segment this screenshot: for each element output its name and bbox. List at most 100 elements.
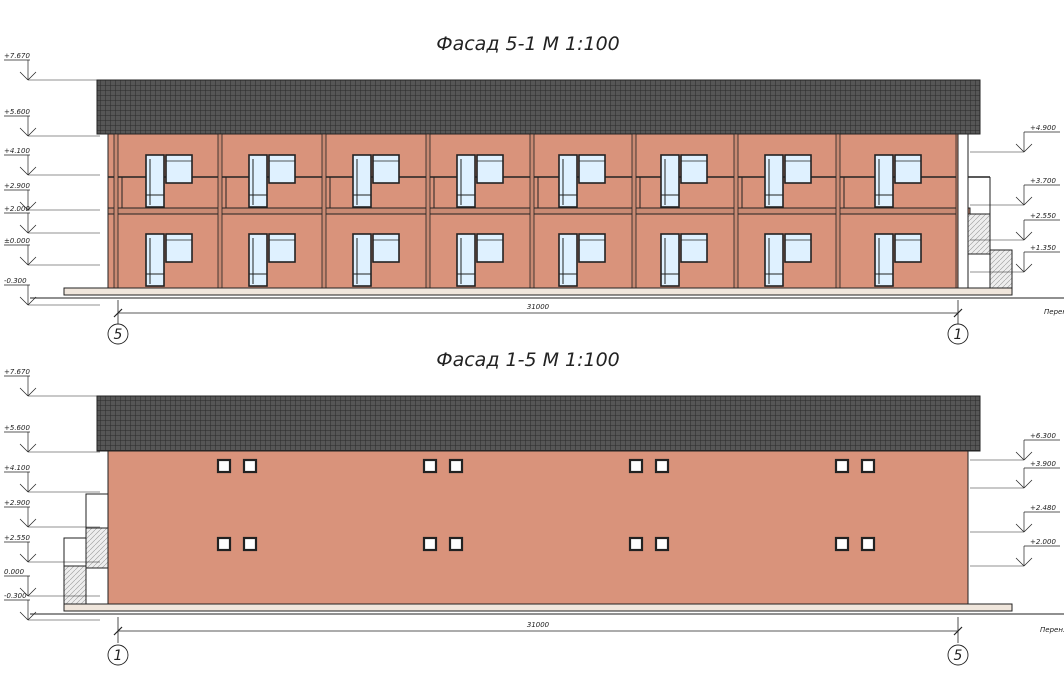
window-door-unit <box>145 233 193 287</box>
level-label: -0.300 <box>4 277 27 285</box>
level-label: +2.000 <box>4 205 30 213</box>
level-mark: +6.300 <box>970 432 1060 461</box>
facade-1-5: Фасад 1-5 М 1:100 31000 1 5 Перен. ир. <box>4 349 1064 666</box>
level-mark: -0.300 <box>4 277 100 306</box>
window-door-unit <box>660 233 708 287</box>
level-mark: +2.900 <box>4 182 100 211</box>
axis-marker-right: 5 <box>947 644 969 666</box>
axis-marker-left: 5 <box>107 323 129 345</box>
dimension-line: 31000 <box>113 300 963 325</box>
level-mark: +7.670 <box>4 52 100 81</box>
small-window <box>242 458 258 474</box>
level-label: +3.700 <box>1030 177 1056 185</box>
plinth <box>63 603 1013 612</box>
small-window <box>422 536 438 552</box>
small-window <box>628 536 644 552</box>
level-mark: +5.600 <box>4 108 100 137</box>
axis-marker-left: 1 <box>107 644 129 666</box>
window <box>680 154 708 184</box>
facade-5-1: Фасад 5-1 М 1:100 31000 <box>4 33 1064 345</box>
small-window-group <box>216 458 876 552</box>
level-mark: -0.300 <box>4 592 100 621</box>
level-label: +2.480 <box>1030 504 1056 512</box>
roof <box>96 79 981 135</box>
door <box>352 154 372 208</box>
level-mark: +2.480 <box>970 504 1060 533</box>
level-label: +2.550 <box>1030 212 1056 220</box>
pilaster <box>217 133 223 289</box>
door <box>145 233 165 287</box>
small-window <box>860 458 876 474</box>
window <box>894 154 922 184</box>
window-door-unit <box>558 154 606 208</box>
door <box>248 154 268 208</box>
window-door-unit <box>248 154 296 208</box>
facade-a-title: Фасад 5-1 М 1:100 <box>436 33 620 55</box>
window <box>476 233 504 263</box>
window <box>165 154 193 184</box>
door <box>874 233 894 287</box>
window-door-unit <box>456 154 504 208</box>
level-mark: +2.900 <box>4 499 100 528</box>
window <box>784 154 812 184</box>
small-window <box>422 458 438 474</box>
level-marks-left: +7.670+5.600+4.100+2.900+2.5500.000-0.30… <box>4 368 100 621</box>
pilaster <box>321 133 327 289</box>
dimension-text: 31000 <box>527 303 550 311</box>
level-label: +5.600 <box>4 424 30 432</box>
level-label: +4.100 <box>4 147 30 155</box>
balcony-slab <box>107 207 971 215</box>
svg-text:5: 5 <box>114 327 123 343</box>
window <box>372 233 400 263</box>
level-mark: +5.600 <box>4 424 100 453</box>
level-mark: +4.100 <box>4 147 100 176</box>
door <box>456 233 476 287</box>
level-label: ±0.000 <box>4 237 30 245</box>
pilaster <box>835 133 841 289</box>
pilaster <box>529 133 535 289</box>
door <box>558 154 578 208</box>
level-mark: +7.670 <box>4 368 100 397</box>
note-label: Перен. ир. <box>1044 308 1064 316</box>
level-label: -0.300 <box>4 592 27 600</box>
facade-b-title: Фасад 1-5 М 1:100 <box>436 349 620 371</box>
window <box>476 154 504 184</box>
level-label: +2.900 <box>4 182 30 190</box>
window-door-unit <box>764 233 812 287</box>
small-window <box>216 536 232 552</box>
door <box>660 154 680 208</box>
pilaster <box>113 133 119 289</box>
note-label: Перен. ир. <box>1040 626 1064 634</box>
level-label: +7.670 <box>4 368 30 376</box>
level-label: +2.900 <box>4 499 30 507</box>
window-door-unit <box>874 233 922 287</box>
door <box>660 233 680 287</box>
level-marks-right: +6.300+3.900+2.480+2.000 <box>970 432 1060 567</box>
small-window <box>860 536 876 552</box>
level-label: +5.600 <box>4 108 30 116</box>
roof <box>96 395 981 452</box>
window-door-group <box>145 154 922 287</box>
level-mark: +1.350 <box>970 244 1060 273</box>
window-door-unit <box>660 154 708 208</box>
small-window <box>654 536 670 552</box>
stair-upper <box>967 213 991 255</box>
level-label: +1.350 <box>1030 244 1056 252</box>
door <box>456 154 476 208</box>
pilaster <box>425 133 431 289</box>
window <box>680 233 708 263</box>
window <box>268 233 296 263</box>
window <box>894 233 922 263</box>
door <box>352 233 372 287</box>
level-mark: +3.700 <box>970 177 1060 206</box>
level-label: 0.000 <box>4 568 25 576</box>
side-wall <box>957 133 969 289</box>
window-door-unit <box>764 154 812 208</box>
svg-text:5: 5 <box>954 648 963 664</box>
small-window <box>448 458 464 474</box>
plinth <box>63 287 1013 296</box>
window-door-unit <box>352 154 400 208</box>
pilaster <box>631 133 637 289</box>
level-label: +4.100 <box>4 464 30 472</box>
stair-lower <box>63 565 87 605</box>
